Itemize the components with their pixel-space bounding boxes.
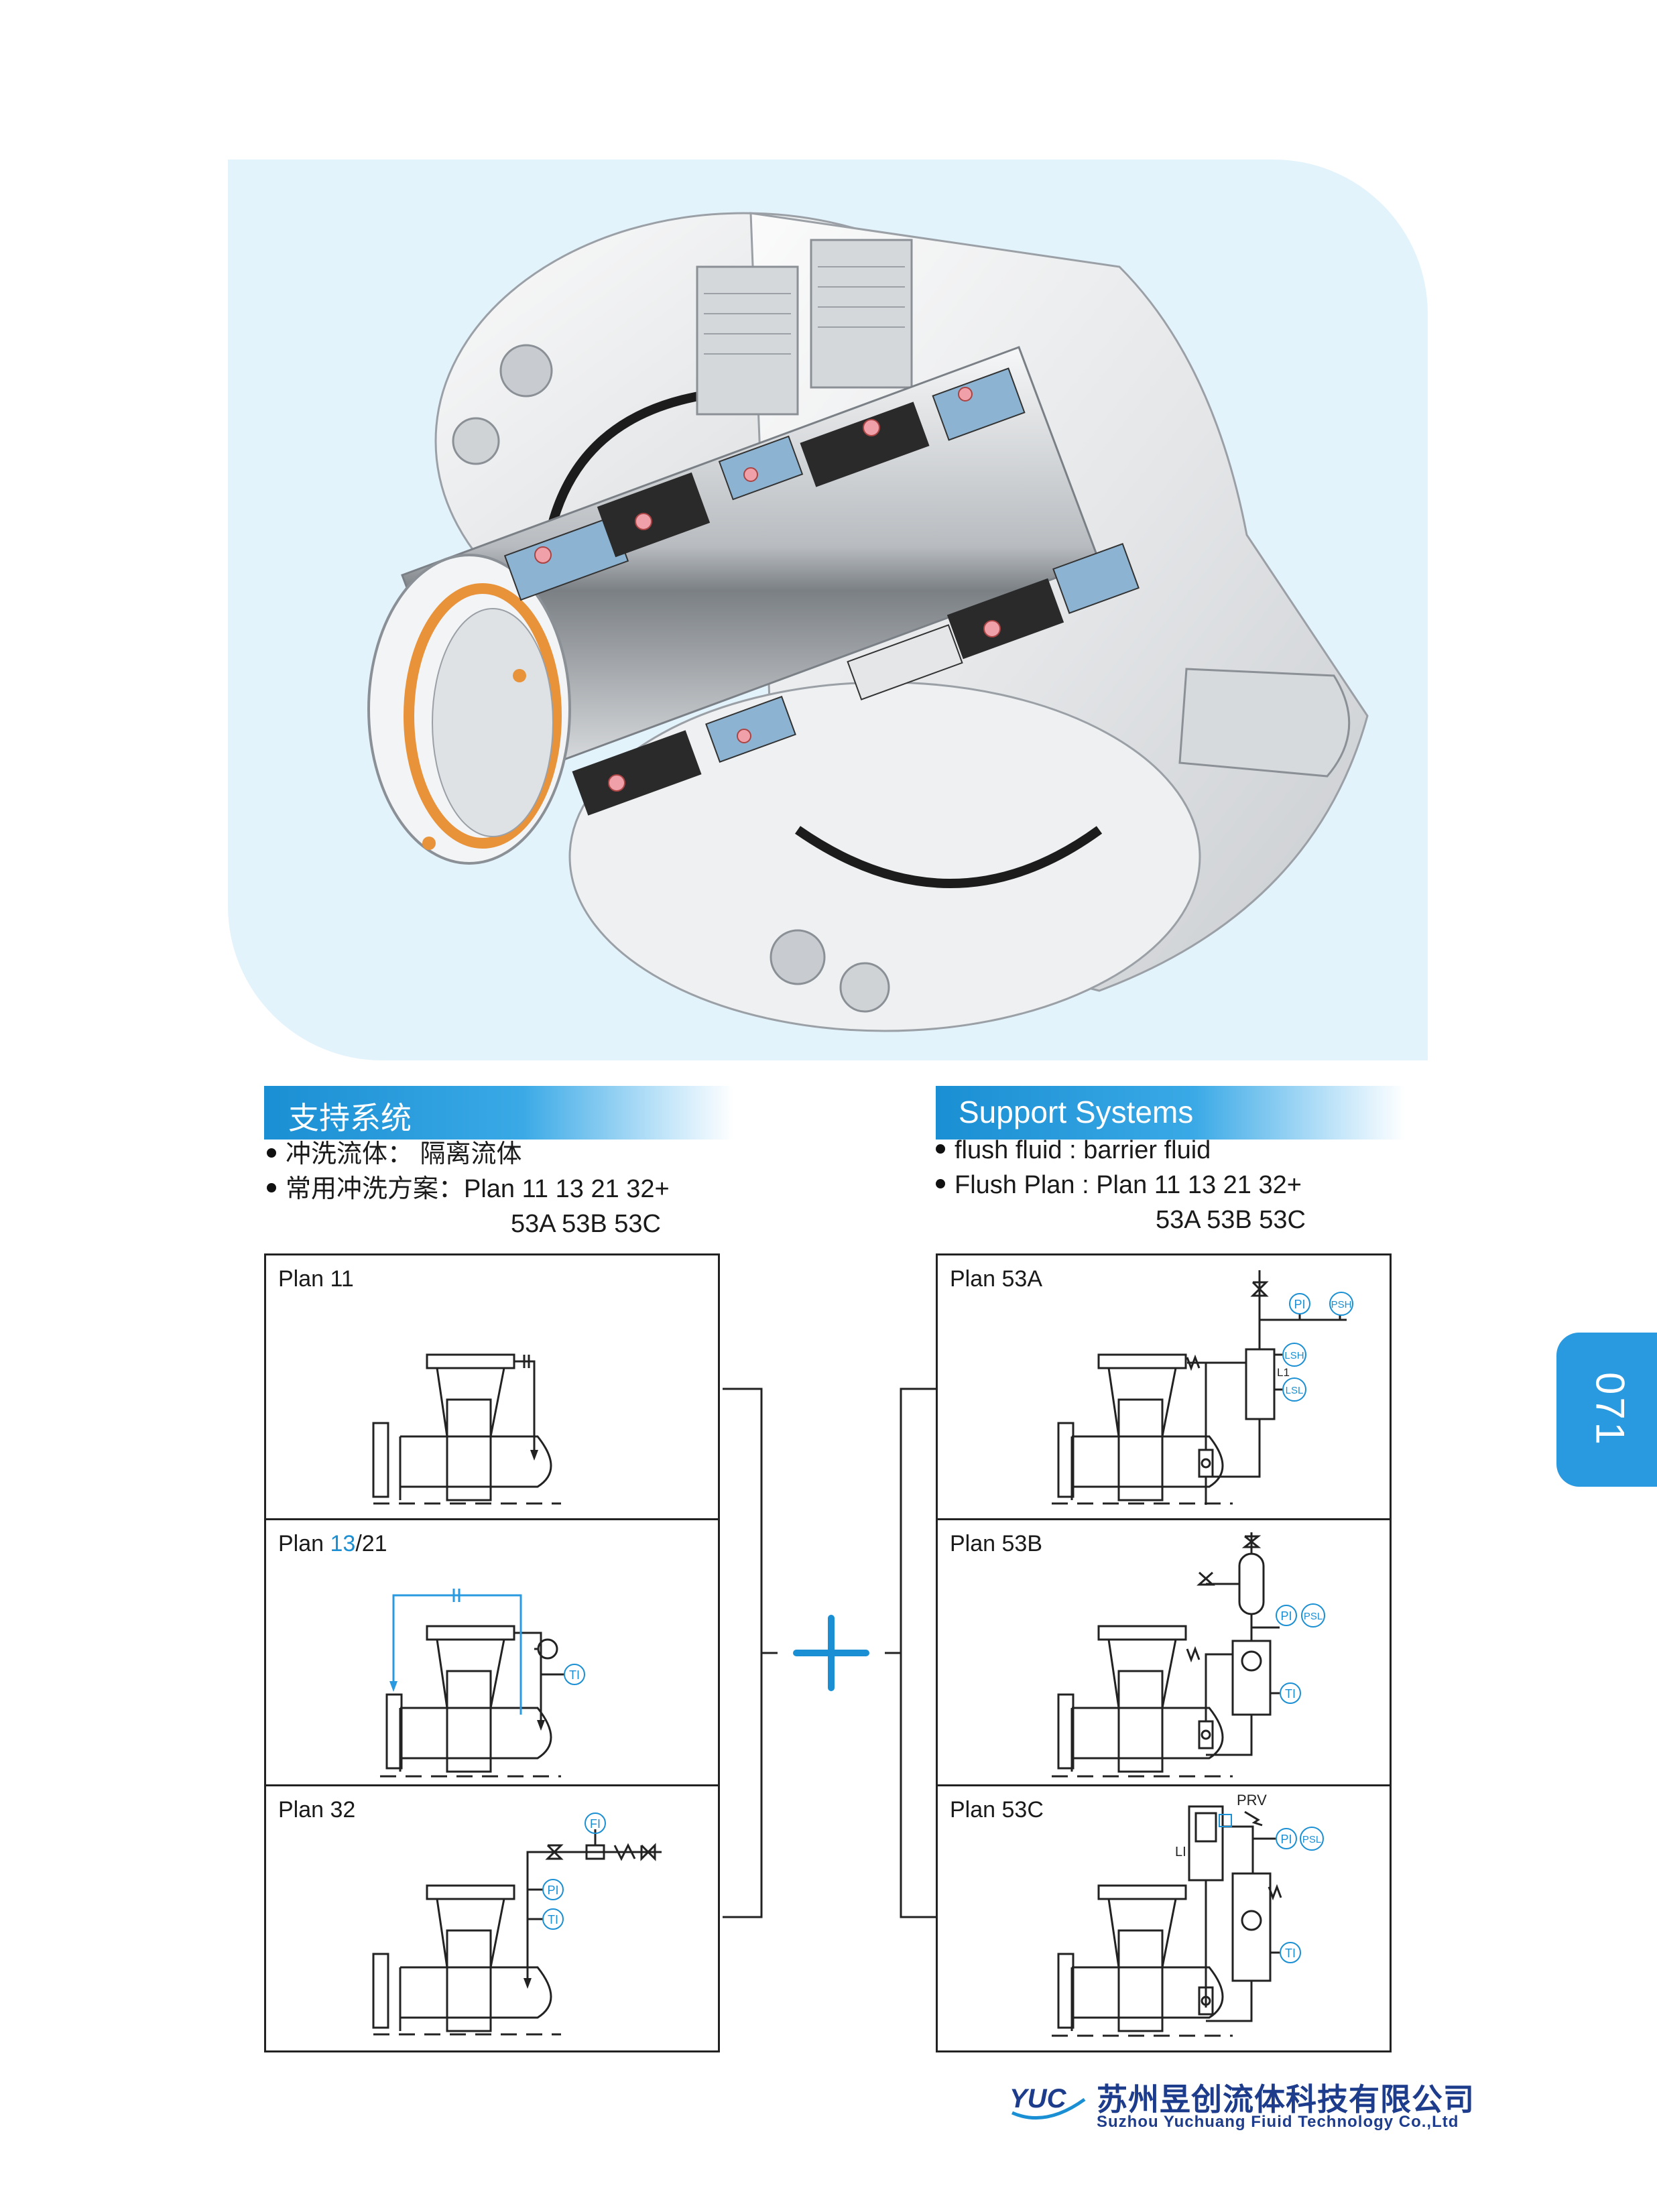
svg-text:PSL: PSL <box>1304 1611 1323 1622</box>
svg-text:FI: FI <box>590 1817 601 1831</box>
support-bullets-cn: 冲洗流体： 隔离流体 常用冲洗方案：Plan 11 13 21 32+ 53A … <box>267 1137 670 1241</box>
bullet-flush-plan-cn: 常用冲洗方案：Plan 11 13 21 32+ <box>267 1172 670 1207</box>
plan-13-21-label: Plan 13/21 <box>278 1531 387 1556</box>
plan-53c-diagram: PRV LI PI PSL TI <box>1052 1792 1324 2037</box>
bullet-flush-fluid-en: flush fluid : barrier fluid <box>936 1133 1306 1168</box>
svg-text:PI: PI <box>1280 1609 1292 1623</box>
company-name-cn: 苏州昱创流体科技有限公司 <box>1097 2081 1475 2117</box>
bullet-dot <box>267 1182 276 1192</box>
section-title-cn: 支持系统 <box>288 1101 412 1135</box>
support-systems-header-cn: 支持系统 <box>264 1086 733 1140</box>
svg-text:LSH: LSH <box>1284 1350 1304 1361</box>
plan-32-label: Plan 32 <box>278 1797 356 1823</box>
pi-instrument-icon <box>1276 1605 1297 1626</box>
svg-text:PI: PI <box>547 1884 558 1897</box>
plan-53b-label: Plan 53B <box>950 1531 1042 1556</box>
plan-53b-diagram: PI PSL TI <box>1052 1532 1325 1778</box>
support-bullets-en: flush fluid : barrier fluid Flush Plan :… <box>936 1133 1306 1237</box>
psh-instrument-icon <box>1329 1292 1353 1316</box>
svg-text:LSL: LSL <box>1286 1385 1304 1396</box>
svg-text:TI: TI <box>1285 1947 1296 1960</box>
l1-label: L1 <box>1277 1366 1290 1379</box>
pi-instrument-icon <box>1276 1828 1297 1849</box>
psl-instrument-icon <box>1300 1827 1324 1851</box>
plan-53c-label: Plan 53C <box>950 1797 1044 1823</box>
svg-text:PI: PI <box>1280 1833 1292 1846</box>
ti-instrument-icon <box>1280 1682 1301 1704</box>
support-systems-header-en: Support Systems <box>936 1086 1405 1140</box>
plan-11-panel: Plan 11 <box>264 1253 720 1522</box>
ti-instrument-icon <box>564 1664 585 1685</box>
plan-53a-label: Plan 53A <box>950 1266 1042 1292</box>
psl-instrument-icon <box>1301 1603 1325 1627</box>
bullet-flush-plan-en: Flush Plan : Plan 11 13 21 32+ <box>936 1168 1306 1203</box>
bullet-dot <box>936 1144 945 1154</box>
bullet-flush-fluid-cn: 冲洗流体： 隔离流体 <box>267 1137 670 1172</box>
pi-instrument-icon <box>1289 1293 1310 1314</box>
svg-text:TI: TI <box>548 1913 558 1926</box>
company-name-en: Suzhou Yuchuang Fiuid Technology Co.,Ltd <box>1097 2113 1459 2131</box>
bullet-dot <box>936 1178 945 1188</box>
page-number: 071 <box>1587 1371 1633 1448</box>
plan-32-diagram: FI PI TI <box>372 1812 662 2036</box>
plan-53b-panel: Plan 53B PI PSL <box>936 1518 1392 1786</box>
bullet-dot <box>267 1148 276 1158</box>
prv-valve-icon <box>1219 1814 1232 1827</box>
svg-text:TI: TI <box>1285 1687 1296 1701</box>
section-title-en: Support Systems <box>959 1095 1194 1129</box>
ti-instrument-icon <box>542 1908 564 1930</box>
svg-text:PSL: PSL <box>1302 1834 1321 1845</box>
fi-instrument-icon <box>585 1812 606 1834</box>
logo-text: YUC <box>1009 2084 1067 2113</box>
plan-53a-panel: Plan 53A PI PSH <box>936 1253 1392 1522</box>
svg-text:PI: PI <box>1294 1298 1305 1311</box>
ti-label: TI <box>569 1668 580 1682</box>
plus-icon <box>793 1615 869 1691</box>
lsh-instrument-icon <box>1282 1343 1306 1367</box>
plan-13-21-panel: Plan 13/21 TI <box>264 1518 720 1786</box>
plan-53a-diagram: PI PSH LSH LSL L1 <box>1052 1270 1353 1505</box>
plan-13-highlight: 13 <box>330 1531 356 1556</box>
pi-instrument-icon <box>542 1879 564 1900</box>
mechanical-seal-cutaway <box>367 212 1369 1032</box>
plan-combination-connector <box>723 1388 940 1918</box>
bullet-flush-plan-en-cont: 53A 53B 53C <box>1156 1206 1306 1234</box>
page-number-tab: 071 <box>1556 1333 1657 1487</box>
plan-11-diagram <box>372 1353 561 1505</box>
li-label: LI <box>1175 1845 1186 1859</box>
company-logo: YUC <box>1009 2084 1086 2120</box>
svg-text:PSH: PSH <box>1331 1299 1352 1310</box>
ti-instrument-icon <box>1280 1942 1301 1963</box>
prv-label: PRV <box>1237 1792 1267 1808</box>
plan-53c-panel: Plan 53C PRV LI PI <box>936 1784 1392 2052</box>
plan-32-panel: Plan 32 FI PI TI <box>264 1784 720 2052</box>
hero-illustration <box>228 160 1428 1060</box>
plan-11-label: Plan 11 <box>278 1266 354 1292</box>
bullet-flush-plan-cn-cont: 53A 53B 53C <box>511 1210 661 1238</box>
plan-13-21-diagram: TI <box>380 1589 585 1778</box>
lsl-instrument-icon <box>1282 1377 1306 1402</box>
